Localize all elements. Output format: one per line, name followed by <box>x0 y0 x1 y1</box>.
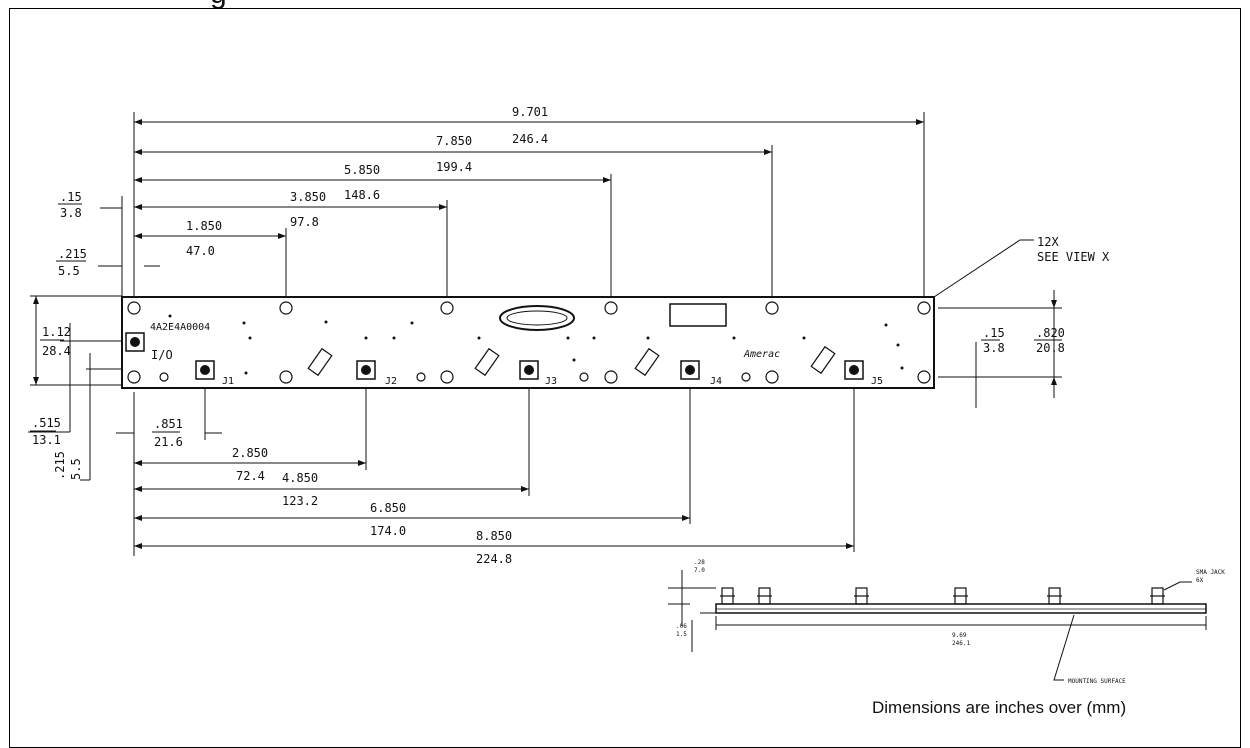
dim-left-15-in: .15 <box>60 190 82 204</box>
side-view <box>668 570 1207 681</box>
units-note: Dimensions are inches over (mm) <box>872 698 1127 717</box>
dim-7-850-mm: 199.4 <box>436 160 472 174</box>
side-view-labels: .28 7.0 .06 1.5 9.69 246.1 SMA JACK 6X M… <box>676 559 1225 685</box>
dim-left-215-in: .215 <box>58 247 87 261</box>
callout-12x: 12X <box>1037 235 1059 249</box>
dim-2-850-mm: 72.4 <box>236 469 265 483</box>
dim-right-15-mm: 3.8 <box>983 341 1005 355</box>
dim-1-850-mm: 47.0 <box>186 244 215 258</box>
port-label-j5: J5 <box>871 376 883 387</box>
dim-left-112-mm: 28.4 <box>42 344 71 358</box>
side-conn-count: 6X <box>1196 577 1204 584</box>
port-label-j2: J2 <box>385 376 397 387</box>
port-label-j4: J4 <box>710 376 722 387</box>
right-dimensions: 12X SEE VIEW X .15 3.8 .820 20.8 <box>981 235 1110 355</box>
dim-left-215b-mm: 5.5 <box>69 458 83 480</box>
port-label-j1: J1 <box>222 376 234 387</box>
dim-left-15-mm: 3.8 <box>60 206 82 220</box>
dim-851-in: .851 <box>154 417 183 431</box>
dim-4-850-mm: 123.2 <box>282 494 318 508</box>
part-number: 4A2E4A0004 <box>150 322 210 333</box>
side-bot-mm: 1.5 <box>676 631 687 638</box>
dim-6-850-in: 6.850 <box>370 501 406 515</box>
dim-851-mm: 21.6 <box>154 435 183 449</box>
dim-left-215b-in: .215 <box>53 451 67 480</box>
dim-right-820-in: .820 <box>1036 326 1065 340</box>
dim-5-850-in: 5.850 <box>344 163 380 177</box>
side-conn-label: SMA JACK <box>1196 569 1225 576</box>
side-len-mm: 246.1 <box>952 640 970 647</box>
dim-2-850-in: 2.850 <box>232 446 268 460</box>
dim-3-850-mm: 97.8 <box>290 215 319 229</box>
dim-9-701-in: 9.701 <box>512 105 548 119</box>
dim-right-820-mm: 20.8 <box>1036 341 1065 355</box>
header-title-fragment: g <box>210 0 260 8</box>
top-dimensions: 9.701 246.4 7.850 199.4 5.850 148.6 3.85… <box>186 105 558 258</box>
port-label-j3: J3 <box>545 376 557 387</box>
side-top-in: .28 <box>694 559 705 566</box>
side-len-in: 9.69 <box>952 632 967 639</box>
dim-8-850-in: 8.850 <box>476 529 512 543</box>
side-bot-in: .06 <box>676 623 687 630</box>
dim-8-850-mm: 224.8 <box>476 552 512 566</box>
dim-left-515-in: .515 <box>32 416 61 430</box>
io-label: I/O <box>151 348 173 362</box>
dim-6-850-mm: 174.0 <box>370 524 406 538</box>
brand-label: Amerac <box>743 349 780 360</box>
callout-see-view-x: SEE VIEW X <box>1037 250 1110 264</box>
dim-left-515-mm: 13.1 <box>32 433 61 447</box>
dim-5-850-mm: 148.6 <box>344 188 380 202</box>
side-top-mm: 7.0 <box>694 567 705 574</box>
dim-1-850-in: 1.850 <box>186 219 222 233</box>
dim-left-112-in: 1.12 <box>42 325 71 339</box>
dim-9-701-mm: 246.4 <box>512 132 548 146</box>
side-surface-label: MOUNTING SURFACE <box>1068 678 1126 685</box>
dim-left-215-mm: 5.5 <box>58 264 80 278</box>
left-dimensions: .15 3.8 .215 5.5 1.12 28.4 .515 13.1 .21… <box>30 190 87 480</box>
bottom-dimensions: .851 21.6 2.850 72.4 4.850 123.2 6.850 1… <box>152 417 512 566</box>
dim-3-850-in: 3.850 <box>290 190 326 204</box>
dim-7-850-in: 7.850 <box>436 134 472 148</box>
dim-4-850-in: 4.850 <box>282 471 318 485</box>
dim-right-15-in: .15 <box>983 326 1005 340</box>
